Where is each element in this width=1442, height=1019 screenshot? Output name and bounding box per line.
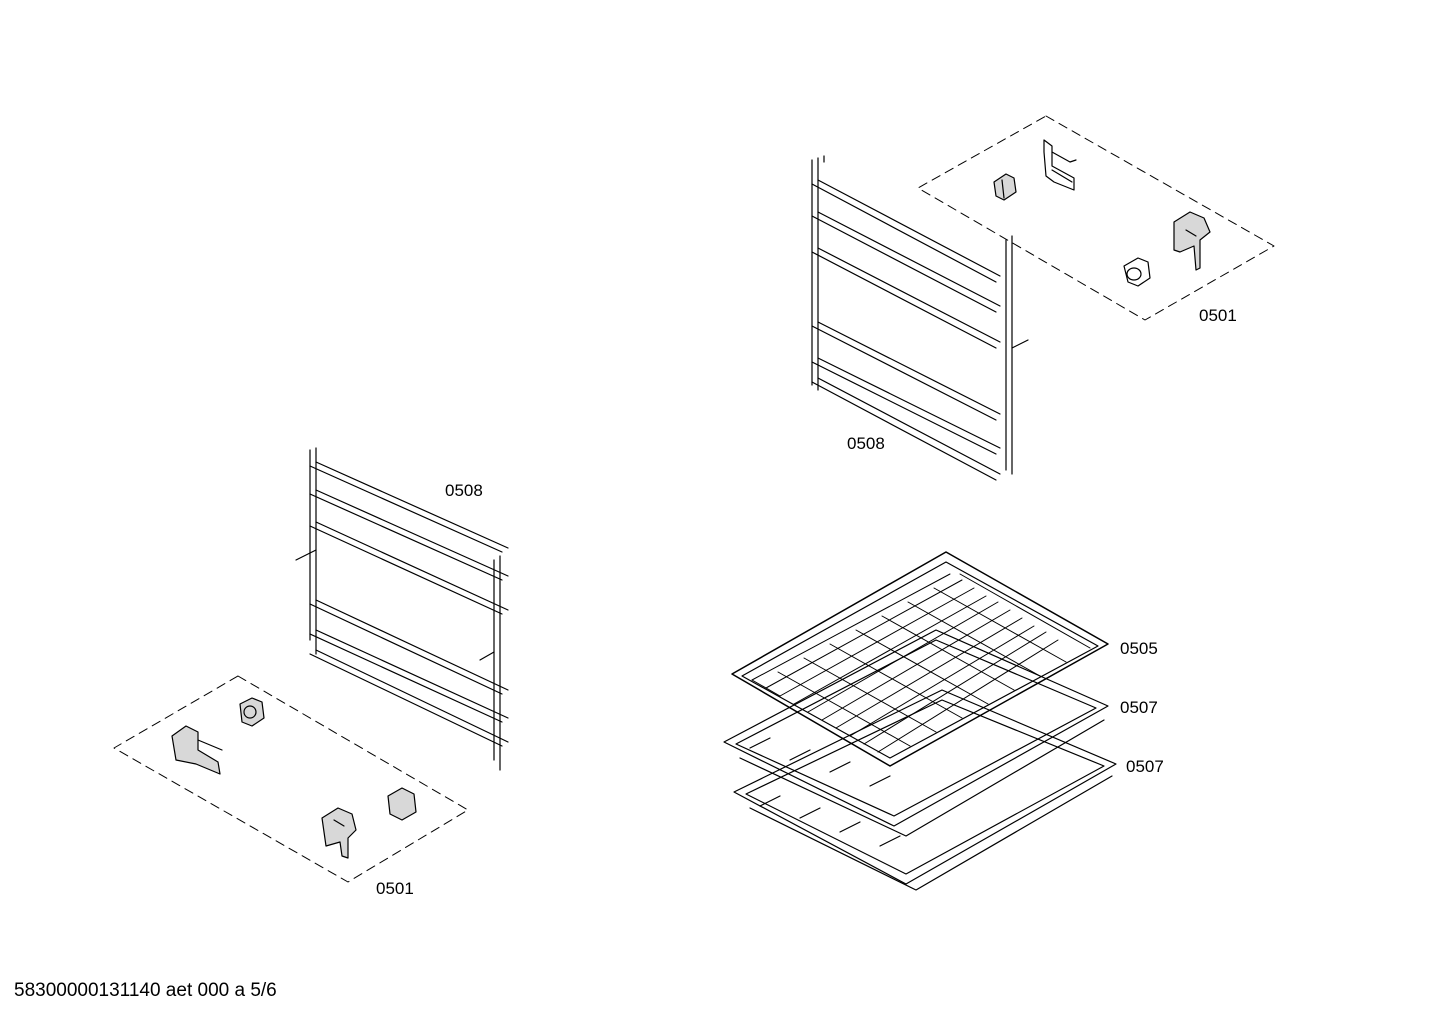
side-rack-top-right — [811, 155, 1029, 481]
retaining-knob-part — [387, 787, 417, 821]
baking-tray-lower — [733, 689, 1117, 891]
part-label-rack-top-right: 0508 — [847, 434, 885, 453]
retaining-knob-part — [1123, 257, 1151, 287]
clip-set-outline — [113, 675, 469, 883]
clip-set-bottom-left — [113, 675, 469, 883]
part-label-clips-bottom-left: 0501 — [376, 879, 414, 898]
part-label-grid-shelf: 0505 — [1120, 639, 1158, 658]
hook-bracket-part — [321, 807, 357, 859]
part-label-rack-left: 0508 — [445, 481, 483, 500]
clip-set-top-right — [917, 115, 1275, 321]
part-label-tray-lower: 0507 — [1126, 757, 1164, 776]
side-rack-left — [295, 447, 509, 771]
rack-clip-part — [171, 725, 223, 775]
part-label-tray-upper: 0507 — [1120, 698, 1158, 717]
document-reference-footer: 58300000131140 aet 000 a 5/6 — [14, 980, 277, 1001]
retaining-knob-part — [993, 173, 1017, 201]
clip-set-outline — [917, 115, 1275, 321]
wire-grid-shelf — [731, 551, 1109, 767]
part-label-clips-top-right: 0501 — [1199, 306, 1237, 325]
retaining-knob-part — [239, 697, 265, 727]
hook-bracket-part — [1173, 211, 1211, 271]
baking-tray-upper — [723, 629, 1109, 837]
rack-clip-part — [1043, 139, 1077, 191]
